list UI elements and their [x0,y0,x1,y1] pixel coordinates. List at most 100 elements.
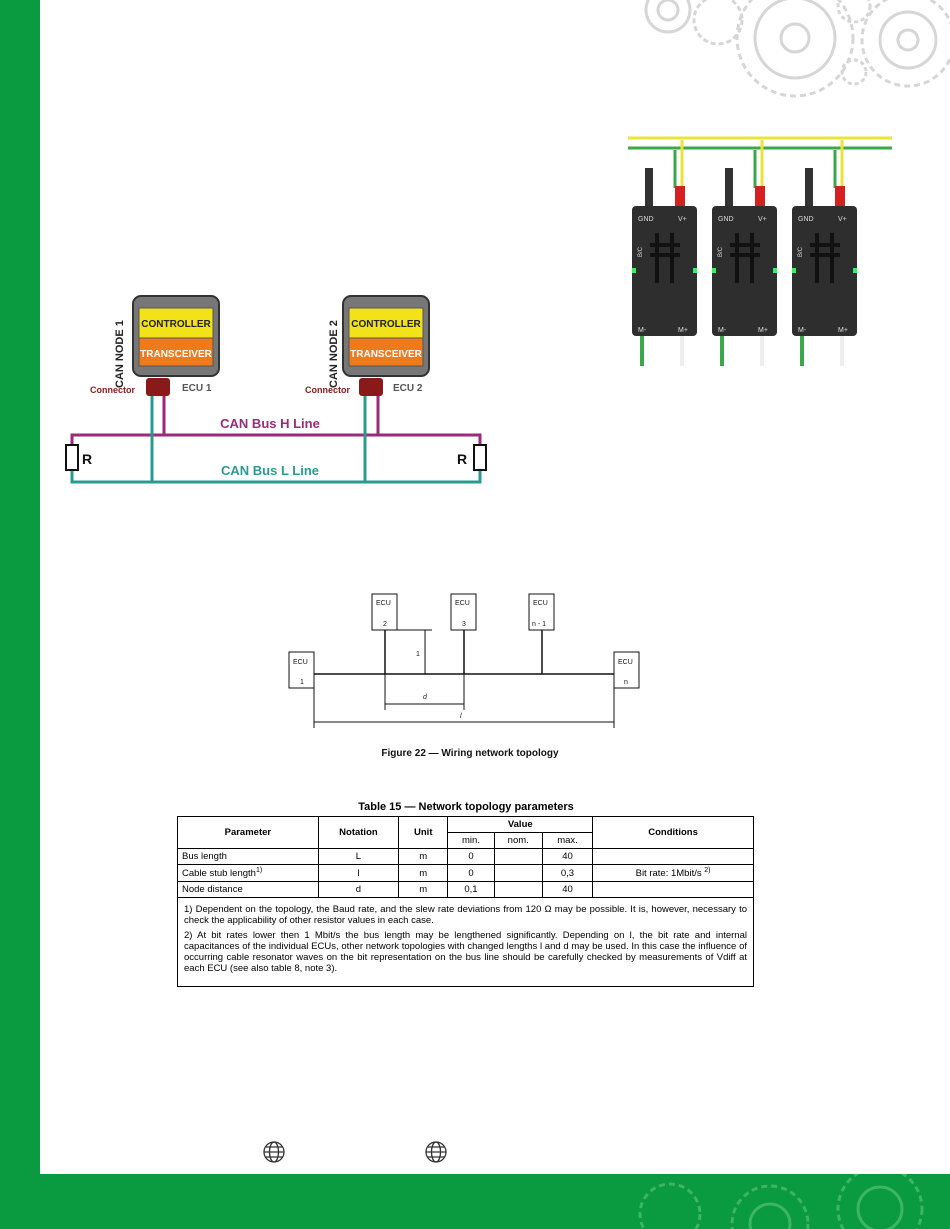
footnote-ref: 2) [704,867,711,874]
pin-blc-label: B/C [718,246,724,257]
header-min: min. [447,832,495,849]
cell-min: 0 [447,848,495,865]
table-notes: 1) Dependent on the topology, the Baud r… [177,897,754,988]
ecu-1-id: 1 [300,679,304,686]
header-value: Value [447,816,594,833]
connector-label-1: Connector [90,385,135,395]
connector-1 [146,378,170,396]
gears-decoration [644,0,950,98]
table-title: Table 15 — Network topology parameters [358,801,574,813]
cell-unit: m [398,848,449,865]
cell-notation: d [317,881,400,899]
bottom-green-band [0,1174,950,1229]
ecu-n-id: n [624,679,628,686]
pin-vplus-label: V+ [678,216,687,223]
pin-blc-label: B/C [638,246,644,257]
table-subheader-row: min. nom. max. [178,832,754,849]
cell-unit: m [398,863,449,883]
can-l-line [70,470,482,484]
cell-min: 0 [447,863,495,883]
transceiver-box [138,337,214,367]
gears-decoration-bottom [638,1174,924,1229]
footnote-ref: 1) [255,867,263,874]
ecu-box-1 [288,651,315,689]
cell-parameter-text: Cable stub length [182,868,256,880]
cell-min: 0,1 [447,881,495,899]
l-line-label: CAN Bus L Line [221,463,319,478]
controller-box [138,307,214,339]
resistor-left-label: R [82,451,92,467]
pin-gnd-label: GND [638,216,654,223]
header-nom: nom. [493,832,543,849]
ecu-2-label: ECU [376,600,391,607]
connector-label-2: Connector [305,385,350,395]
controller-box-2 [348,307,424,339]
header-conditions: Conditions [592,816,754,849]
cell-conditions [592,881,754,899]
can-h-line [70,433,482,445]
ecu-3-label: ECU [455,600,470,607]
ecu-box-3 [450,593,477,631]
connector-module-2: GND V+ B/C M- M+ [712,140,777,366]
pin-blc-label: B/C [798,246,804,257]
left-green-band [0,0,40,1229]
page-corner [40,1134,80,1174]
ecu2-label: ECU 2 [393,383,423,394]
pin-mminus-label: M- [718,327,727,334]
pin-mplus-label: M+ [758,327,768,334]
ecu-box-2 [371,593,398,631]
can-node-1: CAN NODE 1 CONTROLLER TRANSCEIVER Connec… [90,295,220,396]
ecu-n1-label: ECU [533,600,548,607]
cell-notation: l [317,863,400,883]
dim-d-label: d [423,694,428,701]
parameters-table: Parameter Notation Unit Value Conditions… [177,816,754,988]
ecu-1-label: ECU [293,659,308,666]
transceiver-box-2 [348,337,424,367]
ecu-n-label: ECU [618,659,633,666]
pin-vplus-label: V+ [838,216,847,223]
table-row: Cable stub length1) l m 0 0,3 Bit rate: … [177,863,754,883]
can-node-2: CAN NODE 2 CONTROLLER TRANSCEIVER Connec… [305,295,430,396]
pin-mplus-label: M+ [838,327,848,334]
figure-caption: Figure 22 — Wiring network topology [381,748,559,759]
ecu-box-n [613,651,640,689]
ecu-3-id: 3 [462,621,466,628]
pin-gnd-label: GND [718,216,734,223]
cell-max: 40 [541,848,594,865]
cell-max: 40 [541,881,594,899]
cell-unit: m [398,881,449,899]
cell-conditions [592,848,754,865]
ecu-2-id: 2 [383,621,387,628]
connector-2 [359,378,383,396]
h-line-label: CAN Bus H Line [220,416,320,431]
ecu-n1-id: n - 1 [532,621,546,628]
cell-max: 0,3 [541,863,594,883]
cell-nom [493,848,543,865]
footnote-2: 2) At bit rates lower then 1 Mbit/s the … [184,930,747,975]
connector-module-3: GND V+ B/C M- M+ [792,140,857,366]
topology-figure: ECU 1 ECU 2 ECU 3 ECU n - 1 ECU n 1 d [288,593,640,759]
transceiver-label-2: TRANSCEIVER [350,349,422,360]
header-notation: Notation [317,816,400,849]
cell-parameter: Cable stub length1) [177,863,319,883]
table-header-row: Parameter Notation Unit Value Conditions [177,816,754,849]
cell-parameter: Bus length [177,848,319,865]
pin-vplus-label: V+ [758,216,767,223]
pin-mminus-label: M- [638,327,647,334]
pin-mminus-label: M- [798,327,807,334]
resistor-left [65,444,79,471]
connector-photo: GND V+ B/C M- M+ GND V+ B/C M- M+ GND V+ [628,136,892,366]
connector-module: GND V+ B/C M- M+ [632,140,697,366]
node2-label: CAN NODE 2 [328,320,340,388]
can-bus-diagram: CAN NODE 1 CONTROLLER TRANSCEIVER Connec… [65,295,487,484]
cell-conditions: Bit rate: 1Mbit/s 2) [592,863,754,883]
controller-label: CONTROLLER [141,319,211,330]
table-row: Node distance d m 0,1 40 [177,881,754,899]
pin-mplus-label: M+ [678,327,688,334]
header-unit: Unit [398,816,449,849]
dim-stub-label: 1 [416,651,420,658]
cell-notation: L [317,848,400,865]
globe-icon[interactable] [262,1140,286,1164]
footnote-1: 1) Dependent on the topology, the Baud r… [184,904,747,927]
globe-icon[interactable] [424,1140,448,1164]
